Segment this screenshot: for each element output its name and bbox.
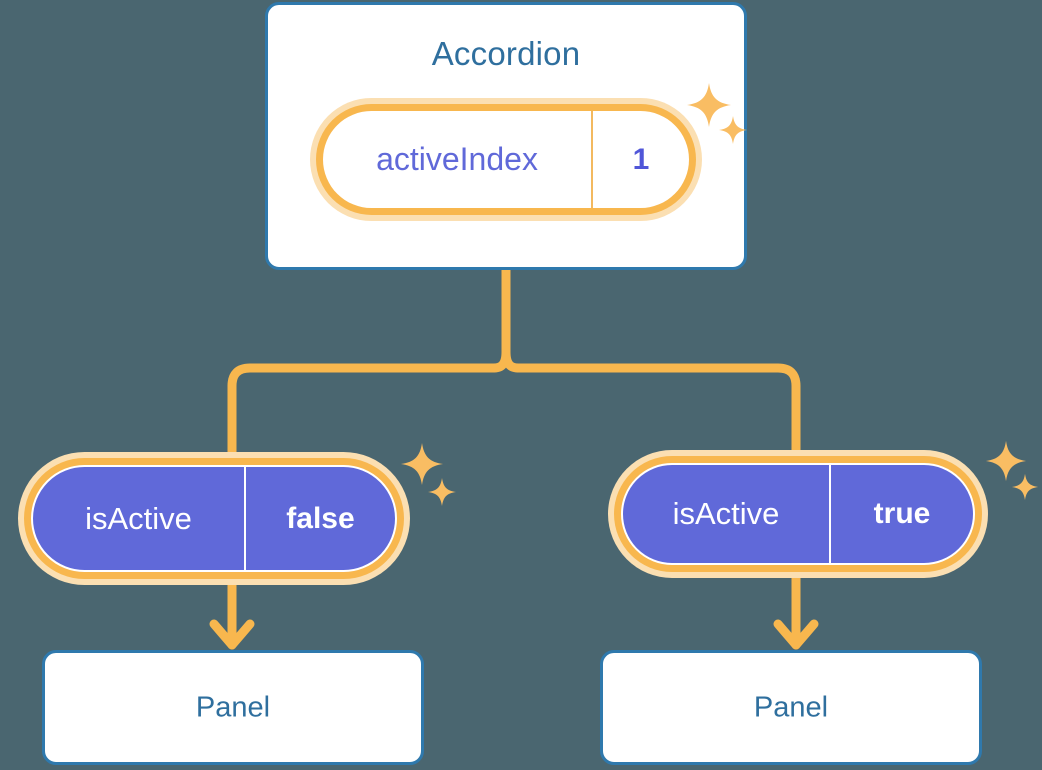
sparkle-icon [400,442,444,486]
arrow-down-icon-right [773,619,819,650]
pill-ring: isActive false [24,458,404,579]
pill-body: activeIndex 1 [323,111,689,208]
pill-body: isActive false [31,465,397,572]
state-key-label: isActive [33,467,246,570]
page-title: Accordion [431,35,581,72]
state-value-label: false [286,501,355,535]
wire-branch-left [227,347,511,457]
panel-component-card-right[interactable]: Panel [600,650,982,765]
state-pill-is-active-false[interactable]: isActive false [18,452,410,585]
state-key-label: isActive [623,465,831,563]
panel-title: Panel [753,691,829,723]
sparkle-group-right [985,440,1042,510]
state-pill-is-active-true[interactable]: isActive true [608,450,988,578]
sparkle-icon [428,478,456,506]
state-value-label: 1 [632,142,650,176]
arrow-down-icon-left [209,619,255,650]
sparkle-group-left [400,442,460,512]
panel-component-card-left[interactable]: Panel [42,650,424,765]
state-key-label: activeIndex [323,111,593,208]
pill-body: isActive true [621,463,975,565]
pill-ring: isActive true [614,456,982,572]
sparkle-icon [985,440,1027,482]
pill-ring: activeIndex 1 [316,104,696,215]
state-pill-active-index[interactable]: activeIndex 1 [310,98,702,221]
panel-title: Panel [195,691,271,723]
sparkle-icon [1011,473,1039,501]
wire-branch-right [501,347,801,455]
state-value-label: true [873,497,931,530]
